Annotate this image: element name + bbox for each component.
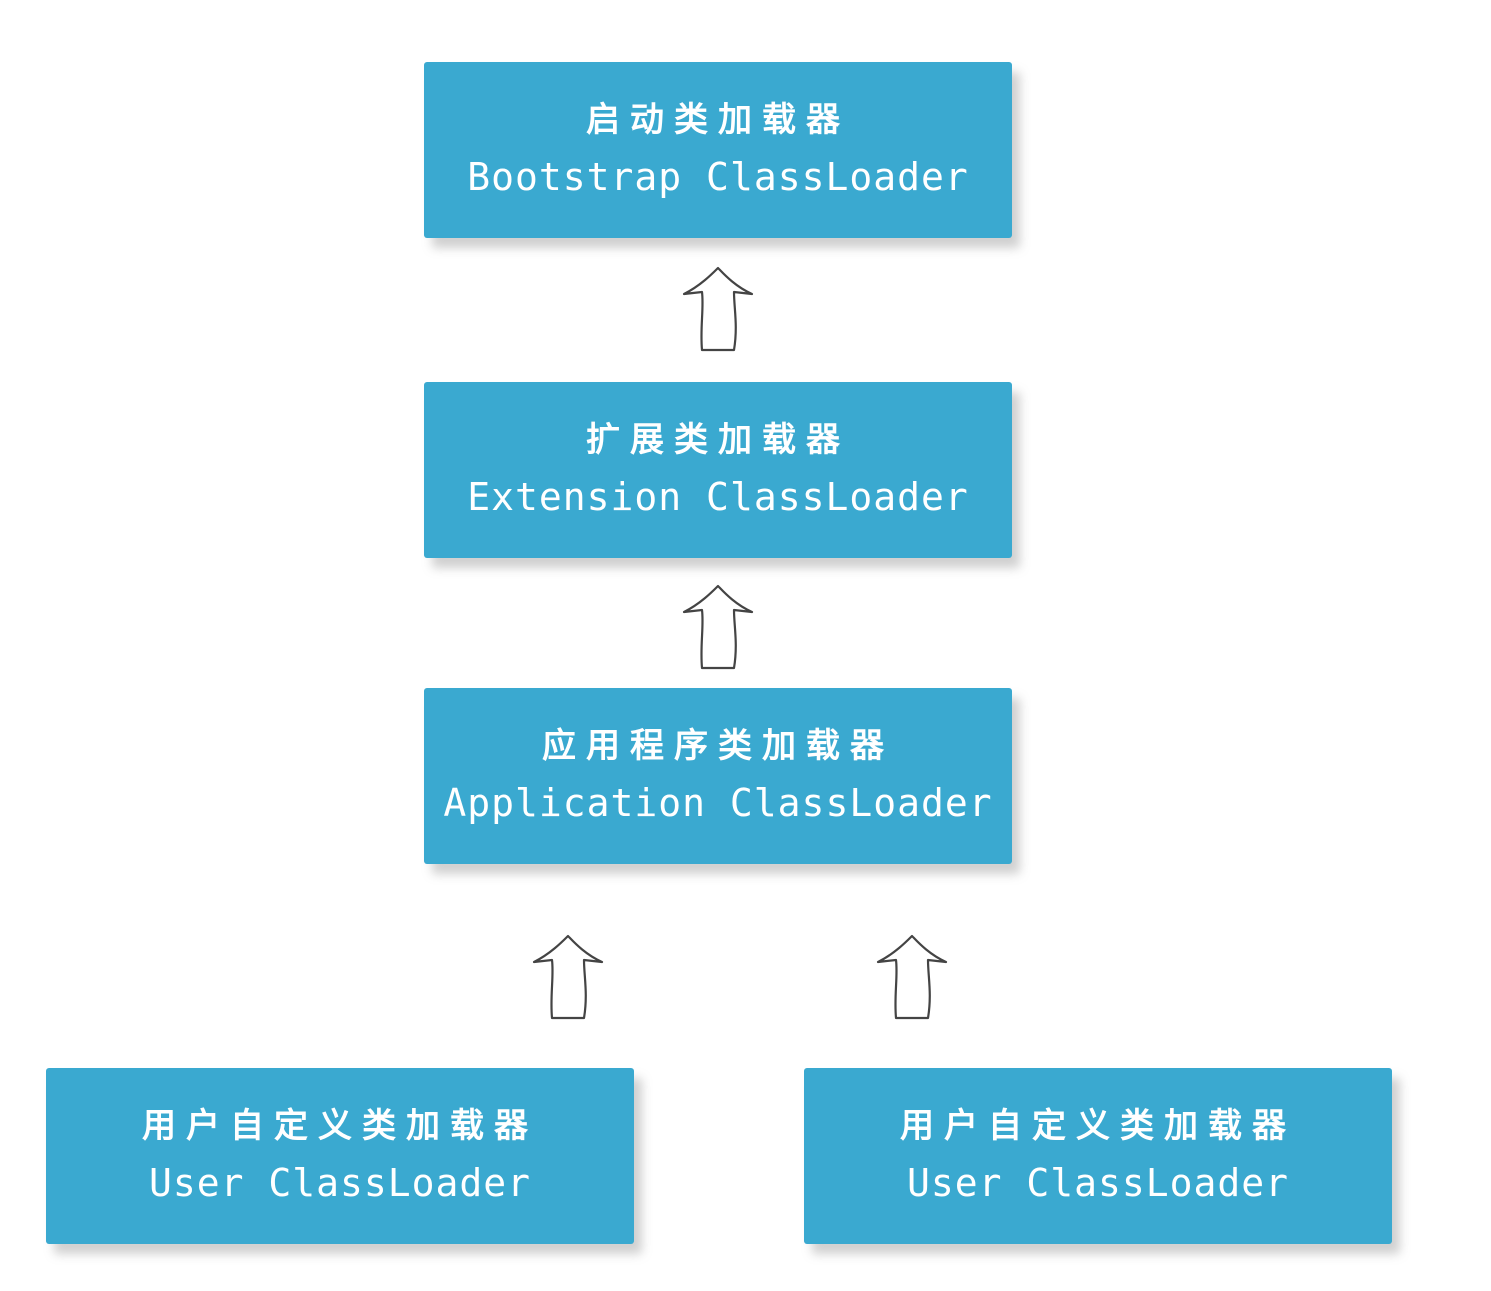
extension-classloader-label-en: Extension ClassLoader bbox=[467, 474, 969, 519]
extension-classloader-node: 扩展类加载器 Extension ClassLoader bbox=[424, 382, 1012, 558]
user-classloader-right-label-en: User ClassLoader bbox=[906, 1160, 1290, 1205]
user-classloader-left-node: 用户自定义类加载器 User ClassLoader bbox=[46, 1068, 634, 1244]
extension-classloader-label-cn: 扩展类加载器 bbox=[586, 419, 850, 460]
application-classloader-node: 应用程序类加载器 Application ClassLoader bbox=[424, 688, 1012, 864]
user-classloader-left-label-cn: 用户自定义类加载器 bbox=[142, 1105, 538, 1146]
hollow-up-arrow-icon bbox=[532, 934, 604, 1020]
hollow-up-arrow-icon bbox=[876, 934, 948, 1020]
user-classloader-right-node: 用户自定义类加载器 User ClassLoader bbox=[804, 1068, 1392, 1244]
application-classloader-label-cn: 应用程序类加载器 bbox=[542, 725, 894, 766]
bootstrap-classloader-node: 启动类加载器 Bootstrap ClassLoader bbox=[424, 62, 1012, 238]
user-classloader-right-label-cn: 用户自定义类加载器 bbox=[900, 1105, 1296, 1146]
hollow-up-arrow-icon bbox=[682, 584, 754, 670]
hollow-up-arrow-icon bbox=[682, 266, 754, 352]
user-classloader-left-label-en: User ClassLoader bbox=[148, 1160, 532, 1205]
application-classloader-label-en: Application ClassLoader bbox=[443, 780, 993, 825]
bootstrap-classloader-label-en: Bootstrap ClassLoader bbox=[467, 154, 969, 199]
bootstrap-classloader-label-cn: 启动类加载器 bbox=[586, 99, 850, 140]
